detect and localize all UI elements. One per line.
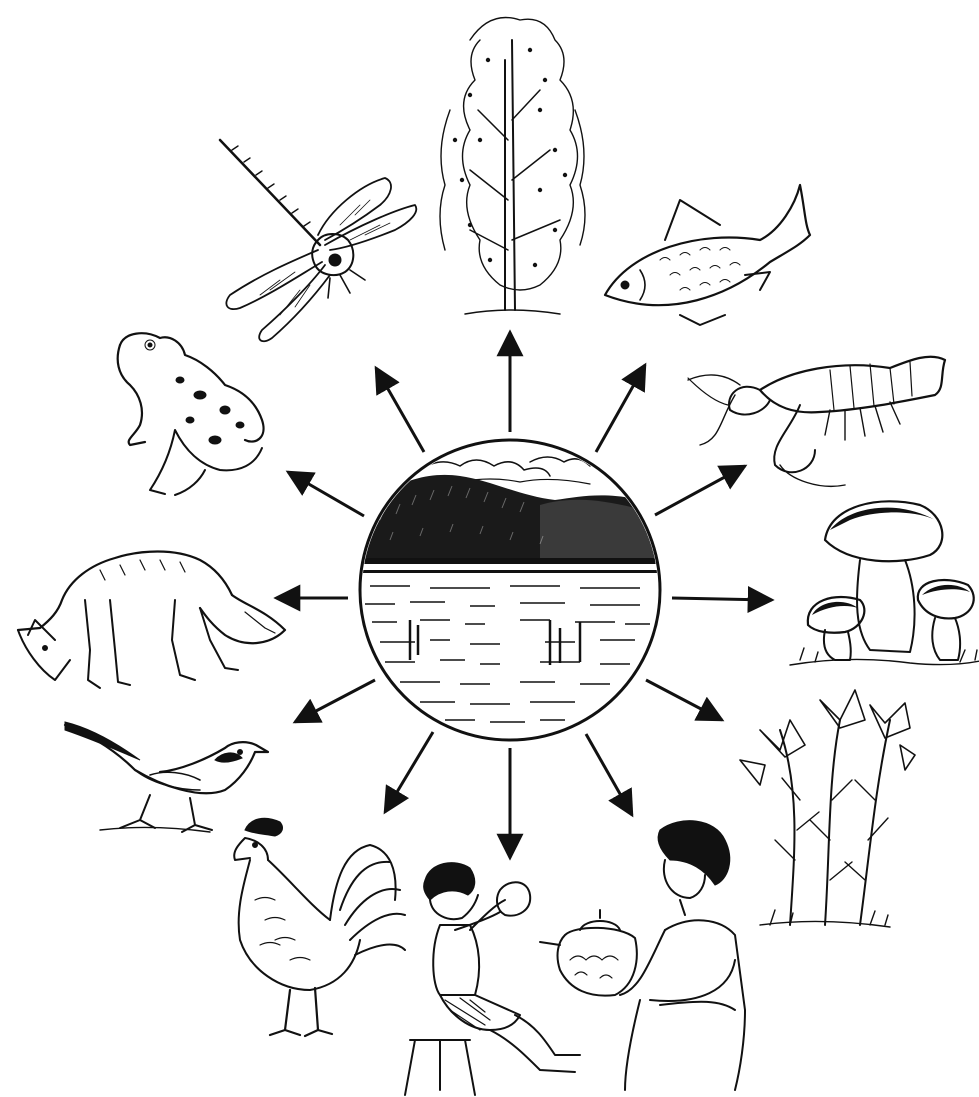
arrow-to-frog xyxy=(288,472,364,516)
arrow-to-rooster xyxy=(385,732,433,812)
arrow-to-bird xyxy=(295,680,375,722)
birch-tree-icon xyxy=(440,18,585,315)
arrow-to-crayfish xyxy=(655,466,745,515)
lily-flower-icon xyxy=(740,690,915,927)
fox-icon xyxy=(18,552,285,689)
fish-icon xyxy=(605,185,810,325)
mushroom-icon xyxy=(790,501,979,665)
arrow-to-mushrooms xyxy=(672,598,772,600)
woman-with-pot-icon xyxy=(540,821,745,1090)
arrow-to-woman xyxy=(586,734,632,815)
boy-drinking-icon xyxy=(405,863,580,1095)
dragonfly-icon xyxy=(220,140,416,341)
arrow-to-fish xyxy=(596,365,645,452)
arrow-to-lilies xyxy=(646,680,722,720)
frog-icon xyxy=(118,333,264,495)
arrow-to-dragonfly xyxy=(376,368,424,452)
lake-landscape-icon xyxy=(355,440,665,740)
rooster-icon xyxy=(234,818,405,1036)
bird-icon xyxy=(65,722,268,832)
crayfish-icon xyxy=(688,357,945,487)
